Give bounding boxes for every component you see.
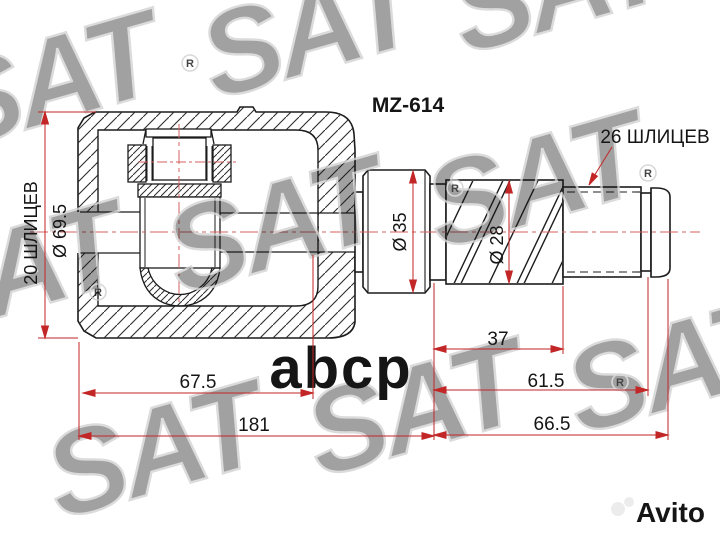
- dim-tail-length: 66.5: [534, 414, 571, 435]
- registered-r: R: [451, 183, 459, 195]
- sat-watermark: SAT: [435, 0, 693, 80]
- sat-watermark: SAT: [550, 268, 720, 460]
- label-dia-shaft: Ø 35: [390, 212, 410, 251]
- label-splines-left: 20 ШЛИЦЕВ: [21, 181, 41, 285]
- dim-damper-length: 37: [487, 329, 508, 350]
- avito-logo-dot: [624, 497, 634, 507]
- dimension-lines: [38, 110, 670, 440]
- registered-r: R: [644, 168, 652, 180]
- part-code: MZ-614: [372, 94, 445, 117]
- label-splines-right: 26 ШЛИЦЕВ: [600, 127, 709, 148]
- avito-watermark: Avito: [611, 497, 705, 528]
- avito-watermark-text: Avito: [636, 497, 705, 528]
- center-lines: [30, 124, 700, 306]
- dim-overall-length: 181: [238, 415, 270, 436]
- abcp-watermark: abcp: [269, 336, 412, 401]
- sat-watermark: SAT: [30, 353, 288, 540]
- dim-mid-length: 61.5: [528, 371, 565, 392]
- registered-r: R: [94, 287, 102, 299]
- label-dia-damper: Ø 28: [487, 225, 507, 264]
- dim-housing-depth: 67.5: [180, 372, 217, 393]
- label-dia-housing: Ø 69.5: [50, 204, 70, 258]
- registered-r: R: [616, 377, 624, 389]
- avito-logo-dot: [611, 502, 625, 516]
- registered-r: R: [186, 58, 194, 70]
